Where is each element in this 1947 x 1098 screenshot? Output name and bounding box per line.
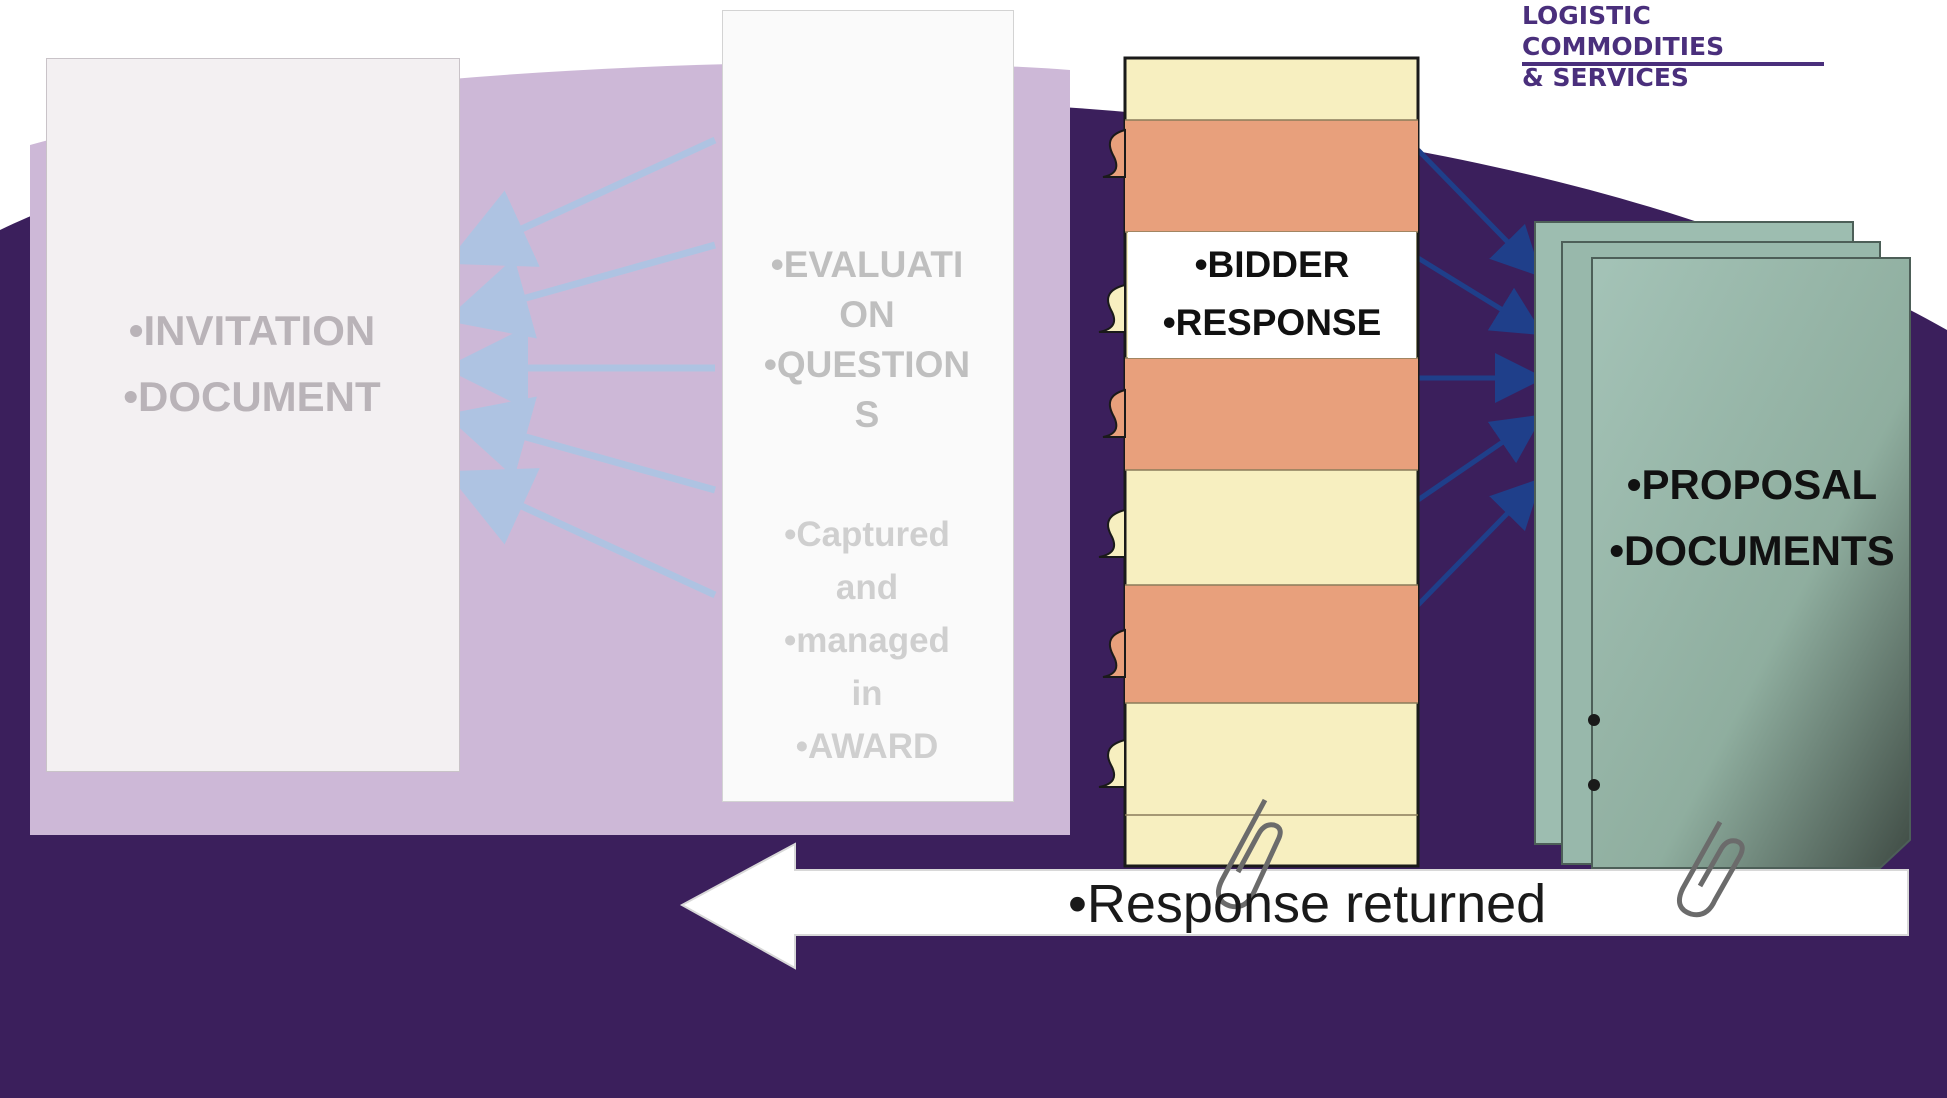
light-arrows [444, 136, 717, 599]
response-returned-label: •Response returned [1068, 874, 1547, 934]
proposal-sheet-front [1591, 257, 1911, 869]
orange-band-1 [1125, 120, 1418, 232]
paperclip-right [1676, 820, 1745, 918]
puzzle-tabs [1098, 128, 1126, 788]
bidder-response-box [1128, 232, 1416, 358]
bidder-response-label: •BIDDER •RESPONSE [1162, 244, 1382, 343]
return-arrow-shape [679, 842, 1909, 970]
evaluation-questions-strip [722, 10, 1014, 802]
brand-underline [1522, 62, 1824, 66]
captured-note: •Captured and •managed in •AWARD [784, 515, 950, 766]
proposal-documents-label: •PROPOSAL •DOCUMENTS [1609, 461, 1895, 574]
orange-band-3 [1125, 585, 1418, 703]
invitation-document-sheet [46, 58, 460, 772]
brand-header: LOGISTIC COMMODITIES & SERVICES [1522, 1, 1725, 92]
orange-band-2 [1125, 358, 1418, 470]
paperclip-left [1215, 798, 1283, 910]
invitation-document-label: •INVITATION •DOCUMENT [123, 307, 381, 420]
blue-arrows [1416, 148, 1545, 607]
evaluation-questions-label: •EVALUATI ON •QUESTION S [763, 244, 971, 435]
